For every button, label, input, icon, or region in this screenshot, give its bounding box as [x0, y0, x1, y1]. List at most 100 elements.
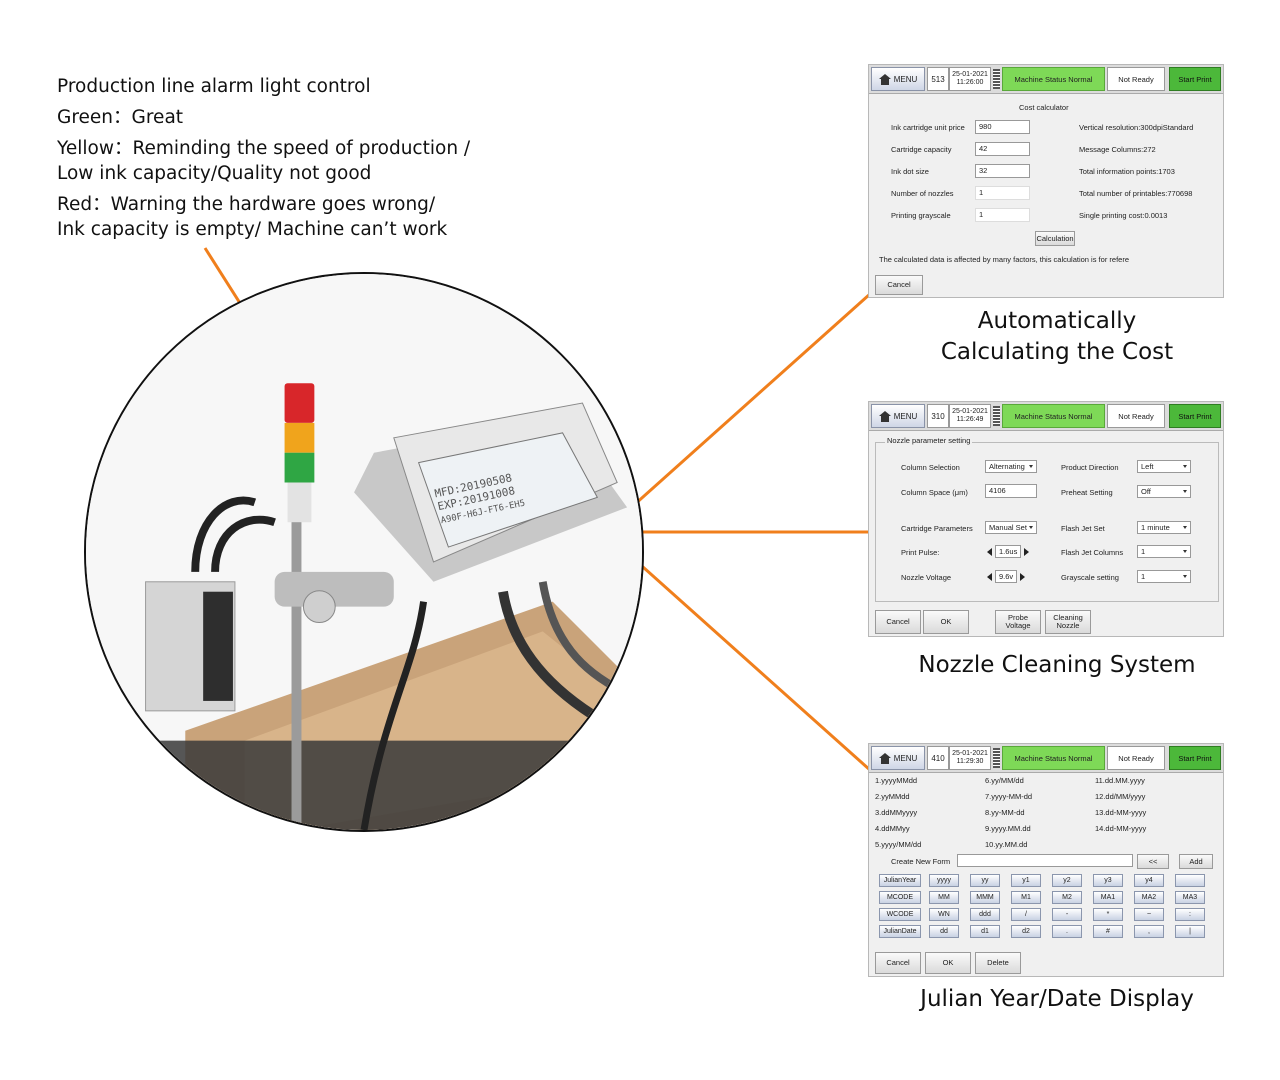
keyboard-key[interactable]: d2 [1011, 925, 1041, 938]
start-print-button[interactable]: Start Print [1169, 67, 1221, 91]
keyboard-key[interactable]: . [1052, 925, 1082, 938]
menu-label: MENU [893, 753, 918, 763]
keyboard-key[interactable]: d1 [970, 925, 1000, 938]
cartridge-label: Cartridge Parameters [901, 524, 973, 533]
wcode-key[interactable]: WCODE [879, 908, 921, 921]
page-title: Cost calculator [1019, 103, 1069, 112]
keyboard-key[interactable]: y4 [1134, 874, 1164, 887]
keyboard-key[interactable]: * [1093, 908, 1123, 921]
keyboard-key[interactable]: : [1175, 908, 1205, 921]
dot-size-input[interactable]: 32 [975, 164, 1030, 178]
cancel-button[interactable]: Cancel [875, 275, 923, 295]
keyboard-key[interactable]: WN [929, 908, 959, 921]
start-print-button[interactable]: Start Print [1169, 746, 1221, 770]
format-option[interactable]: 5.yyyy/MM/dd [875, 840, 922, 849]
format-option[interactable]: 3.ddMMyyyy [875, 808, 918, 817]
format-option[interactable]: 1.yyyyMMdd [875, 776, 918, 785]
keyboard-key[interactable]: MA3 [1175, 891, 1205, 904]
nozzle-voltage-stepper[interactable]: 9.6v [987, 570, 1026, 583]
print-pulse-stepper[interactable]: 1.6us [987, 545, 1030, 558]
cancel-button[interactable]: Cancel [875, 952, 921, 974]
menu-label: MENU [893, 411, 918, 421]
chevron-down-icon [1183, 490, 1187, 493]
grayscale-input[interactable]: 1 [975, 208, 1030, 222]
cost-result: Single printing cost:0.0013 [1079, 211, 1168, 220]
nozzle-group-box [875, 442, 1219, 602]
column-selection-select[interactable]: Alternating [985, 460, 1037, 473]
print-count: 513 [927, 67, 949, 91]
flash-jet-select[interactable]: 1 minute [1137, 521, 1191, 534]
increment-icon[interactable] [1024, 547, 1030, 556]
keyboard-key[interactable]: y3 [1093, 874, 1123, 887]
keyboard-key[interactable]: y1 [1011, 874, 1041, 887]
keyboard-key[interactable]: yy [970, 874, 1000, 887]
create-form-input[interactable] [957, 854, 1133, 867]
ready-status: Not Ready [1107, 746, 1165, 770]
format-option[interactable]: 12.dd/MM/yyyy [1095, 792, 1146, 801]
keyboard-key[interactable]: M2 [1052, 891, 1082, 904]
keyboard-key[interactable]: - [1052, 908, 1082, 921]
keyboard-key[interactable]: yyyy [929, 874, 959, 887]
keyboard-key[interactable]: MA2 [1134, 891, 1164, 904]
format-option[interactable]: 14.dd-MM-yyyy [1095, 824, 1147, 833]
grayscale-select[interactable]: 1 [1137, 570, 1191, 583]
julian-year-key[interactable]: JulianYear [879, 874, 921, 887]
green-light [284, 452, 315, 483]
format-option[interactable]: 4.ddMMyy [875, 824, 910, 833]
calculation-note: The calculated data is affected by many … [879, 255, 1129, 264]
add-button[interactable]: Add [1179, 854, 1213, 869]
ok-button[interactable]: OK [925, 952, 971, 974]
keyboard-key[interactable]: MMM [970, 891, 1000, 904]
calculation-button[interactable]: Calculation [1035, 231, 1075, 246]
keyboard-key[interactable]: | [1175, 925, 1205, 938]
keyboard-key[interactable]: # [1093, 925, 1123, 938]
mcode-key[interactable]: MCODE [879, 891, 921, 904]
column-space-input[interactable]: 4106 [985, 484, 1037, 498]
nozzles-input[interactable]: 1 [975, 186, 1030, 200]
keyboard-key[interactable]: M1 [1011, 891, 1041, 904]
format-option[interactable]: 13.dd-MM-yyyy [1095, 808, 1147, 817]
julian-date-key[interactable]: JulianDate [879, 925, 921, 938]
date-text: 25-01-2021 [952, 750, 988, 757]
keyboard-key[interactable]: y2 [1052, 874, 1082, 887]
keyboard-key[interactable]: MA1 [1093, 891, 1123, 904]
alarm-green-text: Green：Great [57, 107, 184, 128]
keyboard-key[interactable]: / [1011, 908, 1041, 921]
keyboard-key[interactable]: MM [929, 891, 959, 904]
format-option[interactable]: 6.yy/MM/dd [985, 776, 1024, 785]
capacity-input[interactable]: 42 [975, 142, 1030, 156]
keyboard-key[interactable]: ddd [970, 908, 1000, 921]
unit-price-input[interactable]: 980 [975, 120, 1030, 134]
decrement-icon[interactable] [987, 572, 992, 581]
backspace-button[interactable]: << [1137, 854, 1169, 869]
chevron-down-icon [1183, 550, 1187, 553]
probe-voltage-button[interactable]: Probe Voltage [995, 610, 1041, 634]
menu-button[interactable]: MENU [871, 67, 925, 91]
format-option[interactable]: 10.yy.MM.dd [985, 840, 1028, 849]
keyboard-key[interactable]: , [1134, 925, 1164, 938]
flash-columns-label: Flash Jet Columns [1061, 548, 1124, 557]
delete-button[interactable]: Delete [975, 952, 1021, 974]
format-option[interactable]: 9.yyyy.MM.dd [985, 824, 1031, 833]
menu-button[interactable]: MENU [871, 404, 925, 428]
keyboard-key[interactable]: dd [929, 925, 959, 938]
ok-button[interactable]: OK [923, 610, 969, 634]
cleaning-nozzle-button[interactable]: Cleaning Nozzle [1045, 610, 1091, 634]
increment-icon[interactable] [1020, 572, 1026, 581]
cartridge-select[interactable]: Manual Set [985, 521, 1037, 534]
decrement-icon[interactable] [987, 547, 992, 556]
time-text: 11:29:30 [956, 758, 984, 765]
product-direction-select[interactable]: Left [1137, 460, 1191, 473]
format-option[interactable]: 11.dd.MM.yyyy [1095, 776, 1145, 785]
flash-columns-select[interactable]: 1 [1137, 545, 1191, 558]
home-icon [878, 410, 891, 422]
start-print-button[interactable]: Start Print [1169, 404, 1221, 428]
preheat-select[interactable]: Off [1137, 485, 1191, 498]
cancel-button[interactable]: Cancel [875, 610, 921, 634]
format-option[interactable]: 8.yy-MM-dd [985, 808, 1025, 817]
format-option[interactable]: 7.yyyy-MM-dd [985, 792, 1033, 801]
keyboard-key[interactable] [1175, 874, 1205, 887]
keyboard-key[interactable]: ~ [1134, 908, 1164, 921]
format-option[interactable]: 2.yyMMdd [875, 792, 910, 801]
menu-button[interactable]: MENU [871, 746, 925, 770]
